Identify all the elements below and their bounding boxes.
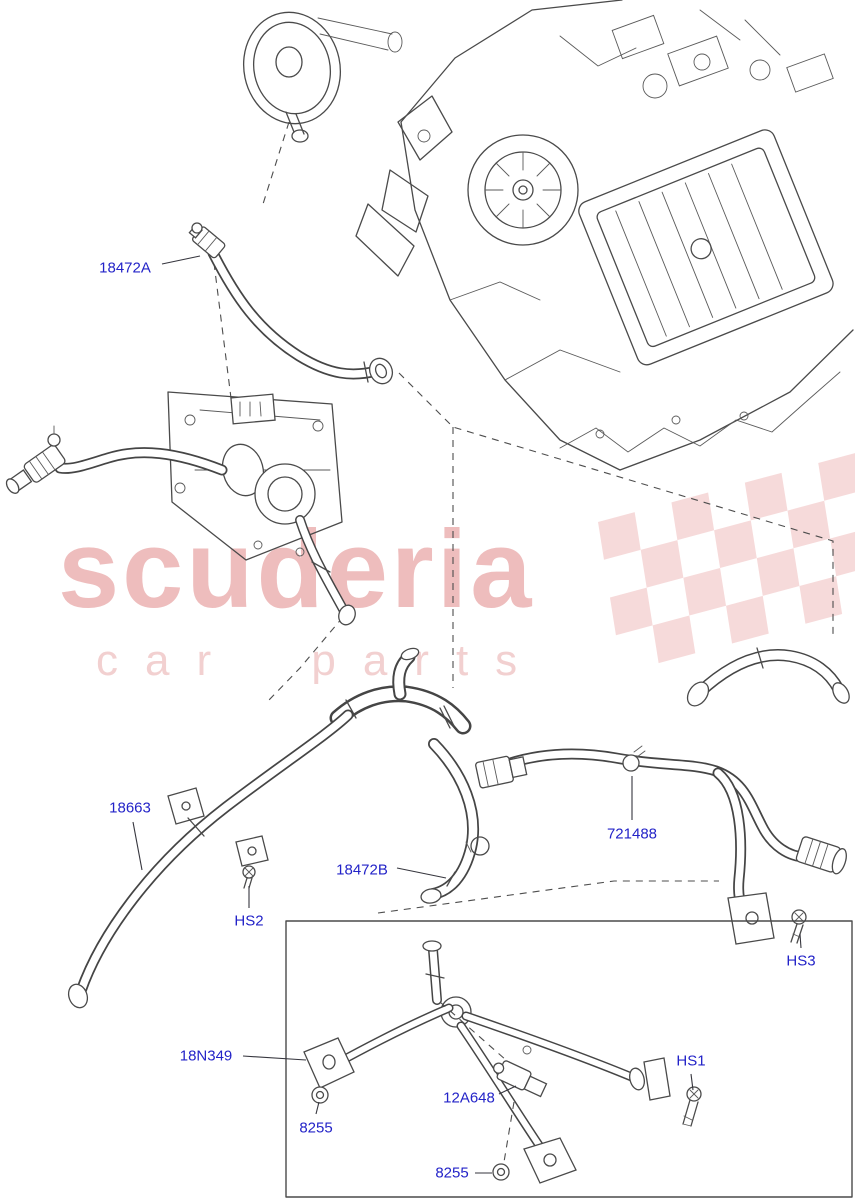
part-label-721488[interactable]: 721488 <box>606 825 658 843</box>
pump-assembly-drawing <box>5 391 356 626</box>
part-label-18472a[interactable]: 18472A <box>99 259 151 277</box>
part-label-18n349[interactable]: 18N349 <box>179 1047 233 1065</box>
part-label-18663[interactable]: 18663 <box>109 799 151 817</box>
part-label-8255-front[interactable]: 8255 <box>299 1119 333 1137</box>
construction-lines <box>213 121 834 914</box>
part-label-hs3[interactable]: HS3 <box>786 952 816 970</box>
hose-18663-drawing <box>67 709 354 1009</box>
part-label-hs1[interactable]: HS1 <box>676 1052 706 1070</box>
air-duct-drawing <box>242 11 403 143</box>
bolt-hs2-drawing <box>242 865 256 889</box>
bolt-hs1-drawing <box>682 1086 702 1127</box>
leader-lines <box>132 255 802 1174</box>
hose-721488-drawing <box>475 745 847 945</box>
hvac-unit-drawing <box>355 0 854 471</box>
part-label-hs2[interactable]: HS2 <box>234 912 264 930</box>
part-label-8255-rear[interactable]: 8255 <box>435 1164 469 1182</box>
hose-18472a-drawing <box>188 222 394 385</box>
hose-18472b-drawing <box>420 738 490 904</box>
part-label-18472b[interactable]: 18472B <box>336 861 388 879</box>
checkered-flag-icon <box>598 453 855 664</box>
junction-hose-drawing <box>329 647 472 735</box>
bracket-18n349-drawing <box>303 940 671 1184</box>
bolt-hs3-drawing <box>790 909 807 944</box>
part-label-12a648[interactable]: 12A648 <box>443 1089 495 1107</box>
heater-pipe-detail-drawing <box>686 647 850 707</box>
